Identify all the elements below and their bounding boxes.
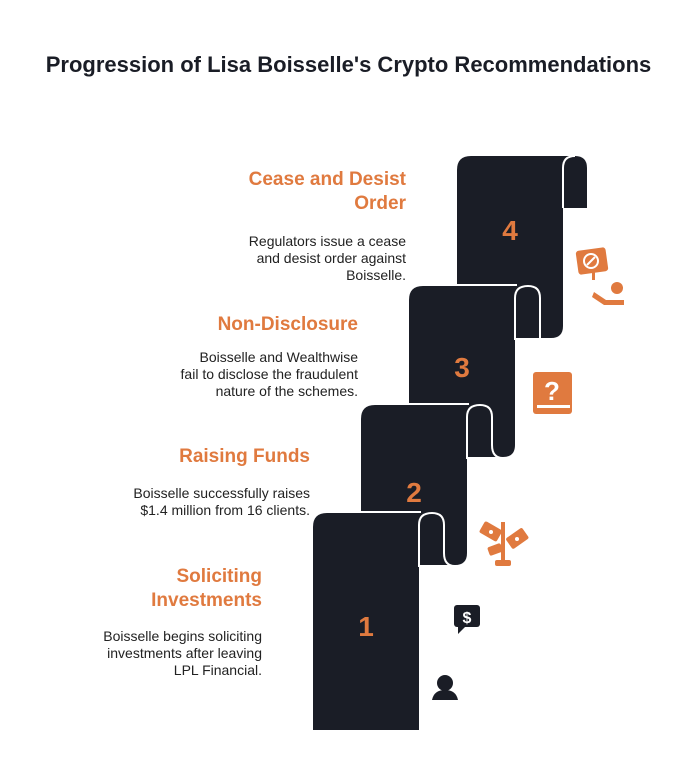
stop-sign-person-icon [575,247,624,305]
scroll-step-4: 4 [457,155,587,338]
step-number-4: 4 [502,215,518,246]
money-plant-icon [479,521,529,566]
svg-text:$: $ [463,610,472,627]
step-4-title: Cease and Desist Order [248,169,406,214]
step-number-1: 1 [358,611,374,642]
step-1-description: Boisselle begins soliciting investments … [103,628,262,678]
scroll-step-2: 2 [361,403,504,565]
question-book-icon: ? [533,372,572,414]
scroll-step-1: 1 [313,511,456,730]
step-2-description: Boisselle successfully raises $1.4 milli… [133,485,310,518]
step-2-title: Raising Funds [179,446,310,467]
svg-text:?: ? [544,376,560,406]
step-number-2: 2 [406,477,422,508]
step-4-description: Regulators issue a cease and desist orde… [248,233,406,283]
person-dollar-speech-icon: $ [432,605,480,700]
step-1-title: Soliciting Investments [151,566,262,611]
step-3-title: Non-Disclosure [217,314,358,335]
scroll-step-3: 3 [409,284,553,457]
step-number-3: 3 [454,352,470,383]
step-3-description: Boisselle and Wealthwise fail to disclos… [180,349,358,399]
page-title: Progression of Lisa Boisselle's Crypto R… [45,52,652,77]
